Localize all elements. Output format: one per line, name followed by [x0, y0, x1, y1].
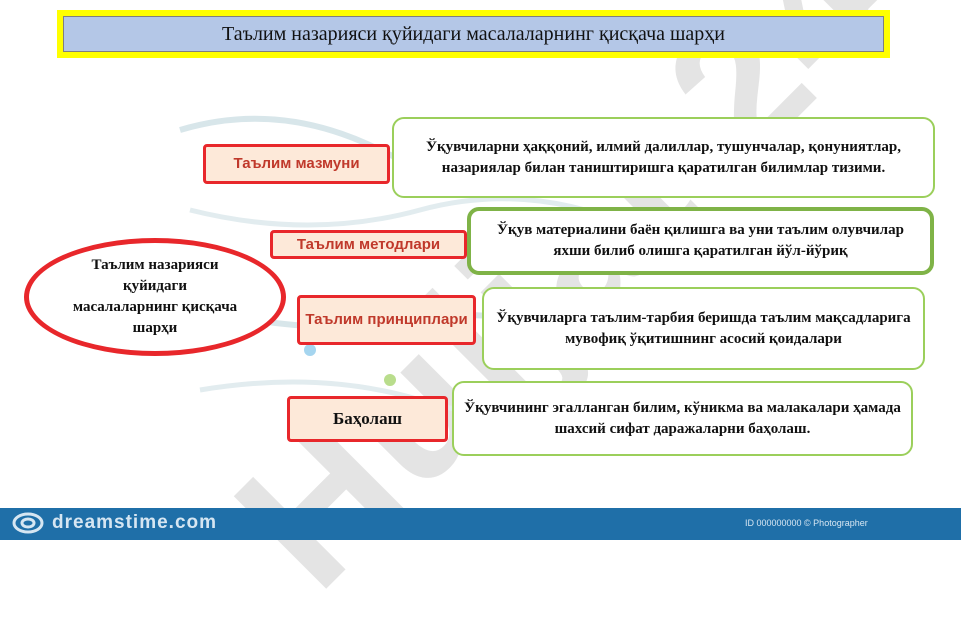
footer-bar: [0, 508, 961, 540]
central-topic[interactable]: Таълим назарияси қуйидаги масалаларнинг …: [24, 238, 286, 356]
description-principles: Ўқувчиларга таълим-тарбия беришда таълим…: [482, 287, 925, 370]
label-content[interactable]: Таълим мазмуни: [203, 144, 390, 184]
label-principles[interactable]: Таълим принциплари: [297, 295, 476, 345]
footer-brand: dreamstime.com: [52, 512, 218, 533]
dreamstime-logo-icon: [12, 512, 44, 534]
description-methods: Ўқув материалини баён қилишга ва уни таъ…: [467, 207, 934, 275]
page-title: Таълим назарияси қуйидаги масалаларнинг …: [63, 16, 884, 52]
footer-id: ID 000000000 © Photographer: [745, 518, 868, 528]
label-assessment[interactable]: Баҳолаш: [287, 396, 448, 442]
description-content: Ўқувчиларни ҳаққоний, илмий далиллар, ту…: [392, 117, 935, 198]
description-assessment: Ўқувчининг эгалланган билим, кўникма ва …: [452, 381, 913, 456]
label-methods[interactable]: Таълим методлари: [270, 230, 467, 259]
